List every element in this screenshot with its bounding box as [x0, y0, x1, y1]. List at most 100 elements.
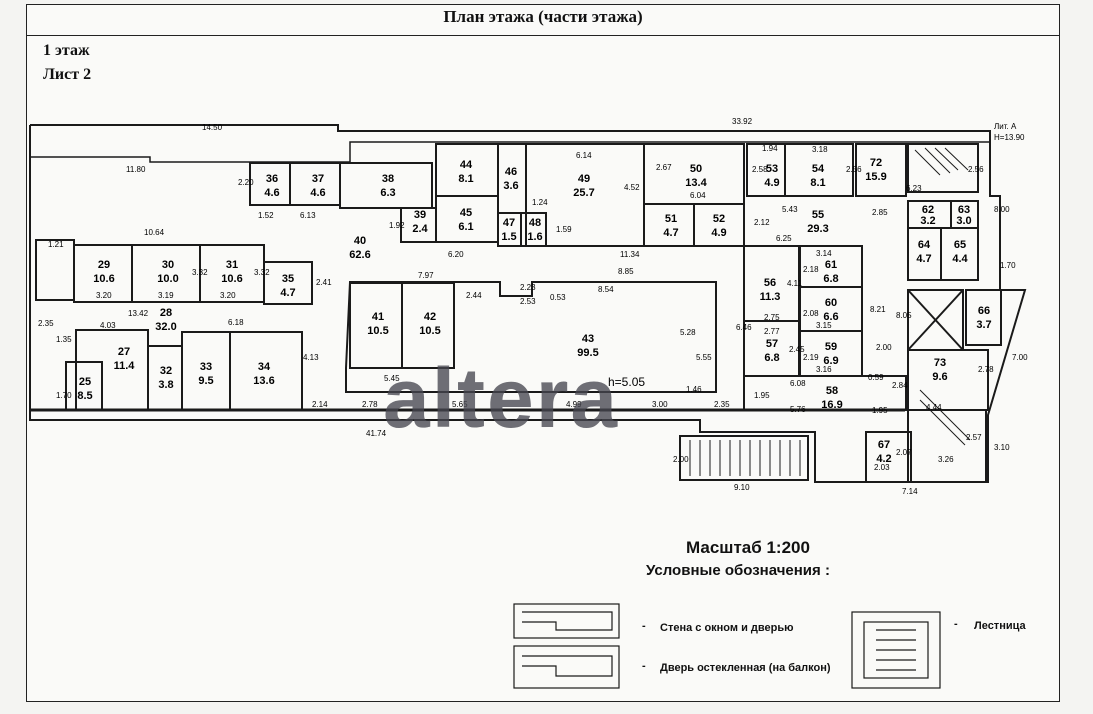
room-number-41: 41	[372, 311, 384, 323]
room-area-60: 6.6	[823, 311, 838, 323]
dim-label: 2.78	[362, 400, 378, 409]
watermark-logo: altera	[383, 351, 620, 445]
dim-label: 2.08	[803, 309, 819, 318]
room-number-72: 72	[870, 157, 882, 169]
dim-label: 8.05	[896, 311, 912, 320]
dim-label: 2.12	[754, 218, 770, 227]
room-area-63: 3.0	[956, 215, 971, 227]
floor-label: 1 этаж Лист 2	[43, 39, 91, 87]
dim-label: 2.23	[520, 283, 536, 292]
room-area-55: 29.3	[807, 223, 828, 235]
room-area-49: 25.7	[573, 187, 594, 199]
dim-label: 11.34	[620, 250, 640, 259]
hall-height: h=5.05	[608, 375, 645, 389]
dim-label: 7.14	[902, 487, 918, 496]
plan-walls	[29, 124, 1027, 483]
dim-label: 3.15	[816, 321, 832, 330]
lit-label: Лит. А	[994, 122, 1017, 131]
room-number-36: 36	[266, 173, 278, 185]
dim-label: 5.28	[680, 328, 696, 337]
dim-label: 5.65	[452, 400, 468, 409]
room-number-49: 49	[578, 173, 590, 185]
height-label: Н=13.90	[994, 133, 1025, 142]
room-number-50: 50	[690, 163, 702, 175]
room-number-52: 52	[713, 213, 725, 225]
dim-label: 2.53	[520, 297, 536, 306]
room-area-36: 4.6	[264, 187, 279, 199]
room-number-53: 53	[766, 163, 778, 175]
legend-glazed-door: Дверь остекленная (на балкон)	[660, 662, 831, 674]
room-number-44: 44	[460, 159, 473, 171]
room-area-52: 4.9	[711, 227, 726, 239]
room-number-39: 39	[414, 209, 426, 221]
dim-label: 11.80	[126, 165, 146, 174]
room-number-63: 63	[958, 204, 970, 216]
dim-label: 6.08	[790, 379, 806, 388]
room-area-33: 9.5	[198, 375, 213, 387]
legend-symbols	[513, 603, 941, 689]
room-number-73: 73	[934, 357, 946, 369]
dim-label: 6.04	[690, 191, 706, 200]
room-number-56: 56	[764, 277, 776, 289]
dim-label: 14.50	[202, 123, 223, 132]
room-area-66: 3.7	[976, 319, 991, 331]
floor-number: 1 этаж	[43, 42, 90, 59]
dim-label: 2.19	[803, 353, 819, 362]
dim-label: 6.23	[906, 184, 922, 193]
room-number-32: 32	[160, 365, 172, 377]
dim-label: 2.57	[966, 433, 982, 442]
dim-label: 1.95	[754, 391, 770, 400]
title-divider	[27, 35, 1059, 36]
dim-label: 1.21	[48, 240, 64, 249]
room-number-60: 60	[825, 297, 837, 309]
room-number-67: 67	[878, 439, 890, 451]
room-number-28: 28	[160, 307, 172, 319]
room-number-33: 33	[200, 361, 212, 373]
dimension-labels: 14.50 33.92 11.80 2.20 1.52 6.13 1.92 6.…	[38, 117, 1028, 496]
room-area-48: 1.6	[527, 231, 542, 243]
room-number-30: 30	[162, 259, 174, 271]
dim-label: 2.75	[764, 313, 780, 322]
dim-label: 1.95	[872, 406, 888, 415]
dim-label: 3.16	[816, 365, 832, 374]
room-area-50: 13.4	[685, 177, 707, 189]
room-area-30: 10.0	[157, 273, 178, 285]
room-number-35: 35	[282, 273, 294, 285]
room-area-40: 62.6	[349, 249, 370, 261]
dim-label: 3.00	[652, 400, 668, 409]
room-area-56: 11.3	[760, 291, 781, 303]
room-area-46: 3.6	[503, 180, 518, 192]
scale-label: Масштаб 1:200	[686, 538, 810, 557]
legend-dash: -	[642, 620, 646, 632]
room-area-72: 15.9	[865, 171, 886, 183]
room-area-41: 10.5	[367, 325, 388, 337]
page-title: План этажа (части этажа)	[443, 7, 643, 26]
dim-label: 2.44	[466, 291, 482, 300]
room-area-51: 4.7	[663, 227, 678, 239]
dim-label: 3.20	[96, 291, 112, 300]
room-number-46: 46	[505, 166, 517, 178]
room-area-59: 6.9	[823, 355, 838, 367]
dim-label: 2.35	[38, 319, 54, 328]
dim-label: 2.03	[874, 463, 890, 472]
dim-label: 1.59	[556, 225, 572, 234]
room-number-62: 62	[922, 204, 934, 216]
room-number-61: 61	[825, 259, 837, 271]
dim-label: 8.54	[598, 285, 614, 294]
dim-label: 6.25	[776, 234, 792, 243]
legend-title: Условные обозначения :	[646, 562, 830, 579]
room-number-38: 38	[382, 173, 394, 185]
dim-label: 2.00	[876, 343, 892, 352]
room-area-31: 10.6	[221, 273, 242, 285]
room-area-61: 6.8	[823, 273, 838, 285]
room-area-58: 16.9	[821, 399, 842, 411]
room-number-51: 51	[665, 213, 677, 225]
dim-label: 7.00	[1012, 353, 1028, 362]
room-area-43: 99.5	[577, 347, 598, 359]
room-number-48: 48	[529, 217, 541, 229]
dim-label: 33.92	[732, 117, 753, 126]
room-number-25: 25	[79, 376, 91, 388]
room-area-35: 4.7	[280, 287, 295, 299]
legend-stairs: Лестница	[974, 620, 1026, 632]
plan-sheet: План этажа (части этажа) 1 этаж Лист 2	[26, 4, 1060, 702]
